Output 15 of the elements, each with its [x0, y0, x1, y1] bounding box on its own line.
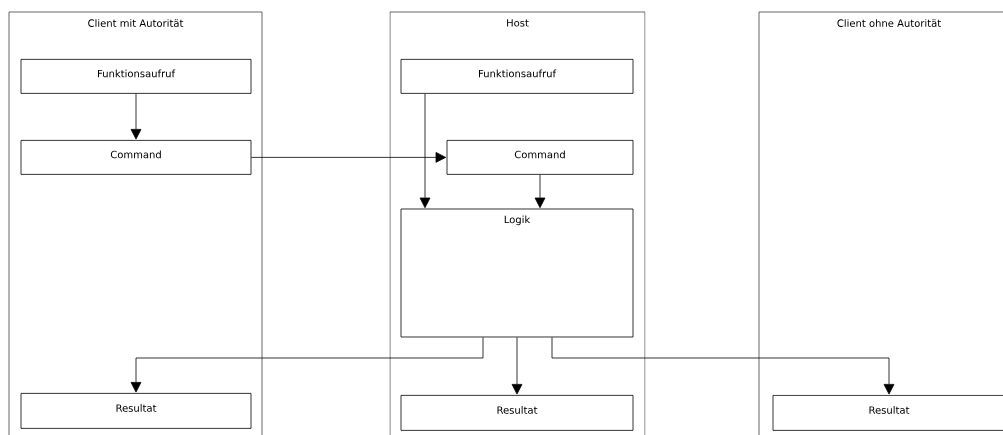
arrow — [130, 93, 142, 140]
process-box: Resultat — [20, 393, 252, 429]
arrow — [130, 337, 484, 393]
arrow — [251, 152, 447, 163]
arrow — [551, 337, 895, 395]
process-box: Command — [446, 140, 634, 175]
process-box: Logik — [400, 208, 634, 338]
arrow — [419, 93, 431, 209]
arrow — [511, 337, 523, 395]
process-box: Command — [20, 140, 252, 175]
arrow — [534, 174, 546, 209]
process-box: Funktionsaufruf — [400, 59, 634, 94]
process-box: Resultat — [400, 395, 634, 431]
process-box: Resultat — [772, 395, 1003, 431]
process-box: Funktionsaufruf — [20, 59, 252, 94]
